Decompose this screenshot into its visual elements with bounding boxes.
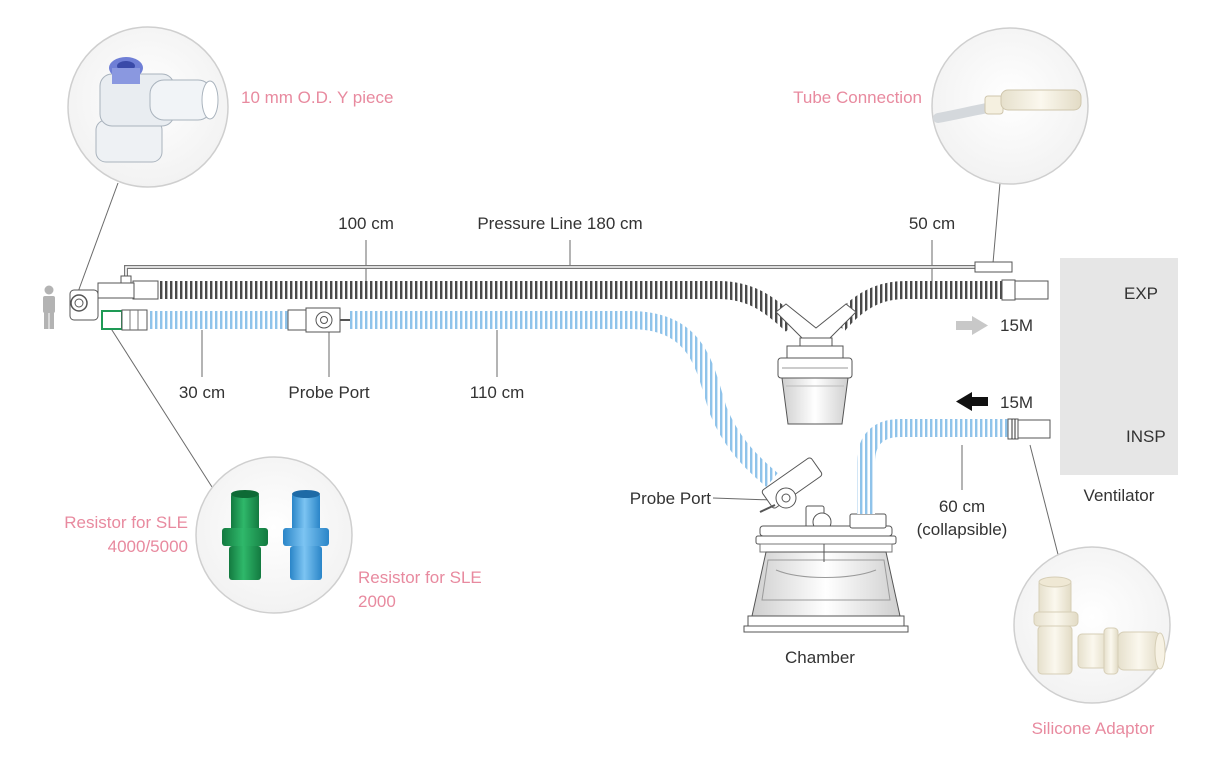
pressure-line-label: Pressure Line 180 cm xyxy=(477,214,643,233)
flow-upper-label: 15M xyxy=(1000,316,1034,335)
tube-30cm-label: 30 cm xyxy=(178,383,226,402)
resistor-sle-2000-label-line1: Resistor for SLE xyxy=(358,568,482,587)
tube-110cm-label: 110 cm xyxy=(469,383,525,402)
probe-port-chamber-label: Probe Port xyxy=(629,489,711,508)
humidifier-chamber xyxy=(743,513,909,633)
tube-100cm-label: 100 cm xyxy=(338,214,394,233)
ventilator-panel xyxy=(1060,258,1178,475)
y-piece-label: 10 mm O.D. Y piece xyxy=(241,88,394,107)
water-trap xyxy=(777,345,853,425)
exp-label: EXP xyxy=(1124,284,1159,303)
insp-label: INSP xyxy=(1126,427,1166,446)
y-piece xyxy=(69,282,135,321)
collapsible-label: (collapsible) xyxy=(916,520,1008,539)
silicone-adaptor-closeup xyxy=(1013,546,1171,704)
silicone-adaptor-label: Silicone Adaptor xyxy=(1031,719,1155,738)
flow-lower-label: 15M xyxy=(1000,393,1034,412)
ventilator-label: Ventilator xyxy=(1083,486,1155,505)
collapsible-tube xyxy=(857,418,1051,514)
inspiratory-limb xyxy=(101,307,778,487)
tube-connection-label: Tube Connection xyxy=(793,88,922,107)
resistor-sle-2000-label-line2: 2000 xyxy=(358,592,396,611)
probe-port-inline-label: Probe Port xyxy=(288,383,370,402)
leader-lines xyxy=(77,182,1063,571)
resistor-sle-4000-label-line1: Resistor for SLE xyxy=(64,513,188,532)
tube-50cm-label: 50 cm xyxy=(908,214,956,233)
chamber-label: Chamber xyxy=(785,648,855,667)
tube-60cm-label: 60 cm xyxy=(938,497,986,516)
tube-connection-closeup xyxy=(931,27,1089,185)
chamber-probe-port xyxy=(759,457,832,532)
expiratory-limb xyxy=(132,279,1049,347)
y-piece-closeup xyxy=(67,26,229,188)
pressure-line xyxy=(120,261,1013,287)
person-icon xyxy=(43,285,55,329)
resistors-closeup xyxy=(195,456,353,614)
resistor-sle-4000-label-line2: 4000/5000 xyxy=(107,537,188,556)
